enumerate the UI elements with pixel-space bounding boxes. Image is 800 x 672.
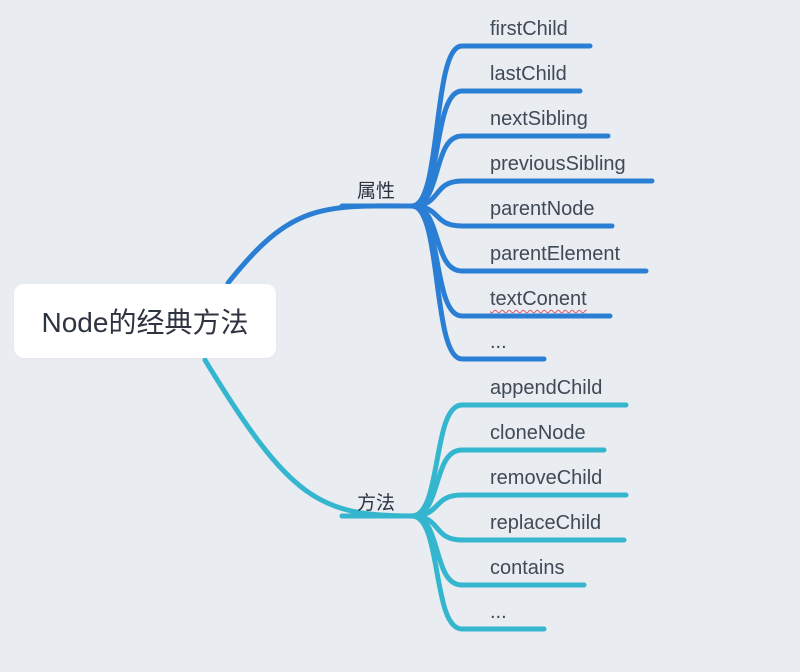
topic-properties[interactable]: 属性 <box>357 176 395 203</box>
topic-methods[interactable]: 方法 <box>357 488 395 515</box>
leaf-label: removeChild <box>490 467 603 489</box>
leaf-label: firstChild <box>490 18 568 40</box>
leaf-method-2[interactable]: cloneNode <box>490 422 586 445</box>
leaf-method-4[interactable]: replaceChild <box>490 512 601 535</box>
leaf-label: previousSibling <box>490 153 626 175</box>
leaf-property-4[interactable]: previousSibling <box>490 153 626 176</box>
leaf-property-6[interactable]: parentElement <box>490 243 620 266</box>
leaf-method-6[interactable]: ... <box>490 601 507 624</box>
leaf-method-3[interactable]: removeChild <box>490 467 602 490</box>
leaf-label: nextSibling <box>490 108 588 130</box>
leaf-method-1[interactable]: appendChild <box>490 377 602 400</box>
cyan-group-line-6 <box>409 513 547 632</box>
topic-methods-label: 方法 <box>357 492 396 514</box>
leaf-label: ... <box>490 601 507 623</box>
leaf-label: cloneNode <box>490 422 586 444</box>
leaf-property-8[interactable]: ... <box>490 331 507 354</box>
leaf-label-spellcheck: textConent <box>490 288 587 310</box>
leaf-label: ... <box>490 331 507 353</box>
connector-root-properties <box>225 203 415 286</box>
methods-branch-lines <box>339 402 629 632</box>
leaf-label: parentNode <box>490 198 595 220</box>
leaf-label: contains <box>490 557 565 579</box>
leaf-property-7[interactable]: textConent <box>490 288 587 311</box>
leaf-property-1[interactable]: firstChild <box>490 18 568 41</box>
leaf-property-2[interactable]: lastChild <box>490 63 567 86</box>
leaf-label: parentElement <box>490 243 621 265</box>
leaf-label: replaceChild <box>490 512 602 534</box>
topic-properties-label: 属性 <box>357 180 396 202</box>
leaf-method-5[interactable]: contains <box>490 557 565 580</box>
root-label: Node的经典方法 <box>41 307 249 338</box>
leaf-property-5[interactable]: parentNode <box>490 198 595 221</box>
blue-group-line-8 <box>409 203 547 362</box>
leaf-property-3[interactable]: nextSibling <box>490 108 588 131</box>
properties-branch-lines <box>339 43 655 362</box>
root-node[interactable]: Node的经典方法 <box>14 284 276 358</box>
leaf-label: appendChild <box>490 377 603 399</box>
leaf-label: lastChild <box>490 63 567 85</box>
